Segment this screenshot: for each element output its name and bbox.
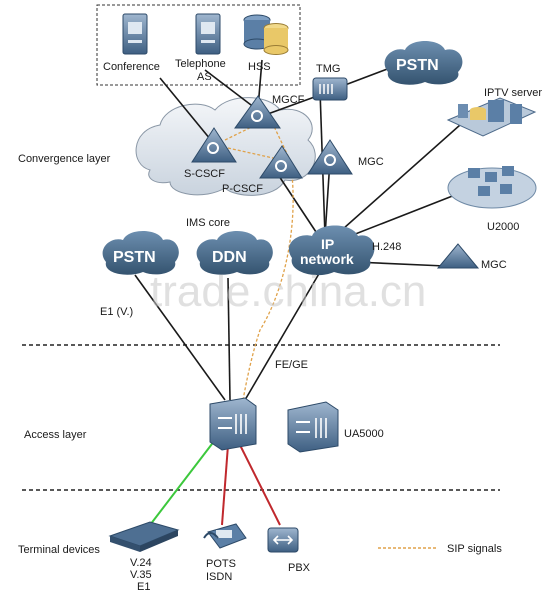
pstn-left-cloud (102, 231, 179, 275)
ip-network-label-2: network (300, 251, 354, 267)
e1-partial-label: E1 (V.) (100, 306, 133, 318)
v35-label: V.35 (130, 569, 152, 581)
iptv-server-icon (446, 97, 537, 137)
s-cscf-icon (191, 127, 237, 163)
fe-ge-label: FE/GE (275, 359, 308, 371)
mgc-icon (307, 139, 353, 175)
p-cscf-label: P-CSCF (222, 183, 263, 195)
conference-server-icon (122, 13, 148, 55)
ims-core-label: IMS core (186, 217, 230, 229)
watermark: trade.china.cn (150, 267, 426, 316)
pbx-icon (267, 527, 299, 553)
h248-label: H.248 (372, 241, 401, 253)
conference-label: Conference (103, 61, 160, 73)
mgcf-icon (234, 95, 281, 129)
red-link-pots (221, 444, 229, 526)
e1-label: E1 (137, 581, 150, 593)
hss-database-icon (243, 14, 289, 55)
telephone-icon (203, 523, 247, 549)
u2000-label: U2000 (487, 221, 519, 233)
pstn-top-label: PSTN (396, 57, 439, 74)
mgcf-label: MGCF (272, 94, 305, 106)
isdn-label: ISDN (206, 571, 232, 583)
v24-label: V.24 (130, 557, 152, 569)
telephone-as-label-1: Telephone (175, 58, 226, 70)
iptv-server-label: IPTV server (484, 87, 542, 99)
telephone-as-label-2: AS (197, 71, 212, 83)
ua5000-label: UA5000 (344, 428, 384, 440)
u2000-icon (447, 166, 537, 209)
mgc-right-icon (436, 243, 480, 269)
s-cscf-label: S-CSCF (184, 168, 225, 180)
ddn-label: DDN (212, 249, 247, 266)
pots-label: POTS (206, 558, 236, 570)
p-cscf-icon (259, 145, 303, 179)
green-link (149, 439, 216, 526)
legend-sip-label: SIP signals (447, 543, 502, 555)
hss-label: HSS (248, 61, 271, 73)
telephone-as-server-icon (195, 13, 221, 55)
mgc-right-label: MGC (481, 259, 507, 271)
ip-network-label-1: IP (321, 236, 334, 252)
red-link-pbx (239, 444, 281, 526)
modem-icon (108, 521, 180, 552)
tmg-icon (312, 77, 348, 101)
terminal-devices-label: Terminal devices (18, 544, 100, 556)
access-device-icon (209, 397, 257, 451)
pstn-top-cloud (384, 41, 463, 85)
pstn-left-label: PSTN (113, 249, 156, 266)
app-server-box (96, 4, 301, 86)
pbx-label: PBX (288, 562, 311, 574)
mgc-label: MGC (358, 156, 384, 168)
ddn-cloud (196, 231, 273, 275)
ua5000-icon (287, 401, 339, 453)
access-layer-label: Access layer (24, 429, 87, 441)
tmg-label: TMG (316, 63, 340, 75)
ip-network-cloud (288, 225, 375, 276)
convergence-layer-label: Convergence layer (18, 153, 111, 165)
